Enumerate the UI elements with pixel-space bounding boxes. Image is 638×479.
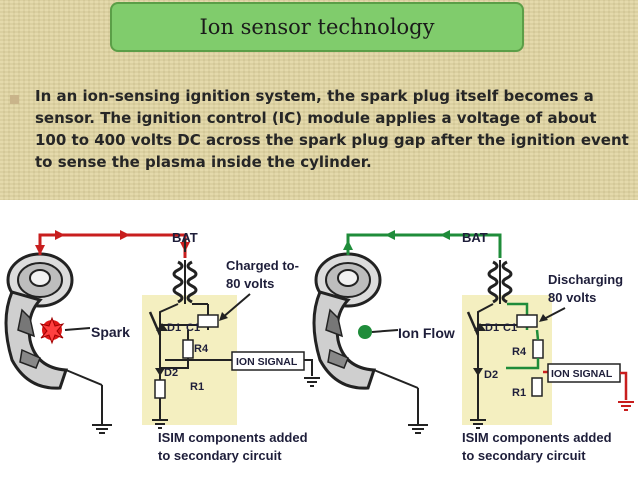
bullet-marker-icon [10, 95, 19, 104]
left-plug-ground-icon [92, 385, 112, 434]
right-callout-arrow [539, 314, 548, 322]
left-switch-lead [159, 303, 179, 318]
left-d1-label: D1 [167, 322, 181, 334]
right-r4-symbol [532, 339, 544, 359]
left-spark-plug-icon [4, 252, 74, 390]
left-ion-signal-label: ION SIGNAL [236, 356, 298, 368]
right-footer-line1: ISIM components added [462, 430, 612, 445]
right-diagram: BAT D1 C1 R4 D2 R1 ION SIGNAL [312, 230, 634, 463]
left-callout-arrow [219, 312, 228, 321]
right-plug-label: Ion Flow [398, 325, 455, 341]
right-plug-ground-icon [408, 388, 428, 434]
right-coil-icon [487, 260, 513, 304]
title-box: Ion sensor technology [110, 2, 524, 52]
right-arrow-2 [440, 230, 450, 240]
right-spark-plug-icon [312, 252, 382, 390]
left-bat-label: BAT [172, 230, 198, 245]
left-c1-label: C1 [186, 322, 200, 334]
left-d2-label: D2 [164, 367, 178, 379]
left-arrow-4 [35, 245, 45, 255]
right-r4-lead2 [506, 358, 540, 370]
right-footer-line2: to secondary circuit [462, 448, 586, 463]
right-bat-label: BAT [462, 230, 488, 245]
left-signal-ground-icon [304, 377, 320, 387]
right-callout-line1: Discharging [548, 272, 623, 287]
left-d2-symbol [155, 368, 165, 376]
right-coil-lead [507, 302, 529, 312]
right-d1-symbol [474, 323, 486, 331]
right-d2-label: D2 [484, 369, 498, 381]
left-spark-pointer [64, 327, 91, 331]
left-plug-ground-wire [65, 369, 103, 386]
left-arrow-2 [120, 230, 130, 240]
left-spark-icon [39, 316, 65, 345]
right-ion-signal-label: ION SIGNAL [551, 368, 613, 380]
right-circuit-ground-icon [470, 419, 486, 429]
right-signal-out [620, 371, 628, 400]
right-r4-lead [535, 329, 540, 341]
right-r1-label: R1 [512, 387, 526, 399]
right-c1-label: C1 [503, 322, 517, 334]
ignition-diagrams: BAT D1 C1 R4 D2 R1 ION SIGNAL [0, 200, 638, 479]
left-switch [148, 311, 162, 336]
left-r1-symbol [154, 379, 166, 399]
right-d2-symbol [473, 368, 483, 376]
left-r1-label: R1 [190, 381, 204, 393]
right-arrow-1 [385, 230, 395, 240]
left-coil-icon [172, 260, 198, 304]
left-callout-line2: 80 volts [226, 276, 274, 291]
right-arrow-3 [343, 240, 353, 250]
right-d1-label: D1 [485, 322, 499, 334]
left-signal-out [304, 359, 313, 376]
left-d1-symbol [156, 323, 168, 331]
left-arrow-1 [55, 230, 65, 240]
right-switch-lead [477, 303, 494, 318]
right-c1-symbol [516, 314, 538, 328]
right-callout-line2: 80 volts [548, 290, 596, 305]
left-circuit-ground-icon [152, 419, 168, 429]
right-switch [466, 311, 480, 336]
bullet-block: In an ion-sensing ignition system, the s… [0, 85, 638, 192]
left-footer-line2: to secondary circuit [158, 448, 282, 463]
left-r4-symbol [182, 339, 194, 359]
left-diagram: BAT D1 C1 R4 D2 R1 ION SIGNAL [4, 230, 320, 463]
right-signal-ground-icon [618, 401, 634, 411]
left-r4-lead2 [160, 358, 189, 369]
right-ion-pointer [371, 329, 399, 333]
right-plug-ground-wire [373, 369, 419, 389]
slide-title: Ion sensor technology [199, 15, 435, 39]
right-r1-symbol [531, 377, 543, 397]
right-r4-label: R4 [512, 346, 527, 358]
left-footer-line1: ISIM components added [158, 430, 308, 445]
left-plug-label: Spark [91, 324, 130, 340]
left-callout-line1: Charged to- [226, 258, 299, 273]
right-ion-flow-icon [358, 325, 372, 339]
left-r4-label: R4 [194, 343, 209, 355]
left-callout-pointer [221, 293, 251, 319]
left-c1-symbol [197, 314, 219, 328]
bullet-text: In an ion-sensing ignition system, the s… [35, 87, 629, 171]
